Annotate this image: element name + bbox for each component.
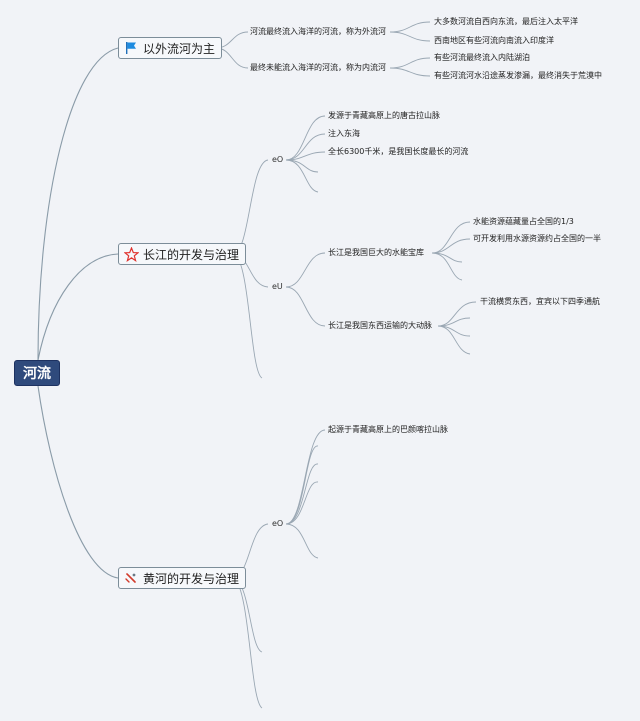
branch-label: 以外流河为主 xyxy=(143,41,216,56)
yangtze-eu-node[interactable]: eU xyxy=(272,282,283,291)
branch-outflow-rivers[interactable]: 以外流河为主 xyxy=(118,37,223,59)
flag-icon xyxy=(123,40,139,56)
yangtze-hydro-developable[interactable]: 可开发利用水源资源约占全国的一半 xyxy=(473,234,601,243)
tools-icon xyxy=(123,570,139,586)
inner-river-definition[interactable]: 最终未能流入海洋的河流，称为内流河 xyxy=(250,63,386,72)
outer-river-definition[interactable]: 河流最终流入海洋的河流，称为外流河 xyxy=(250,27,386,36)
yangtze-outlet[interactable]: 注入东海 xyxy=(328,129,360,138)
yangtze-length[interactable]: 全长6300千米，是我国长度最长的河流 xyxy=(328,147,469,156)
outer-river-note-1[interactable]: 大多数河流自西向东流，最后注入太平洋 xyxy=(434,17,578,26)
yellow-river-source[interactable]: 起源于青藏高原上的巴颜喀拉山脉 xyxy=(328,425,448,434)
branch-yellow-river[interactable]: 黄河的开发与治理 xyxy=(118,567,247,589)
yangtze-hydro-reserve[interactable]: 水能资源蕴藏量占全国的1/3 xyxy=(473,217,574,226)
star-icon xyxy=(123,246,139,262)
outer-river-note-2[interactable]: 西南地区有些河流向南流入印度洋 xyxy=(434,36,554,45)
inner-river-note-2[interactable]: 有些河流河水沿途蒸发渗漏，最终消失于荒漠中 xyxy=(434,71,602,80)
yangtze-transport-artery[interactable]: 长江是我国东西运输的大动脉 xyxy=(328,321,432,330)
root-topic[interactable]: 河流 xyxy=(14,360,60,386)
inner-river-note-1[interactable]: 有些河流最终流入内陆湖泊 xyxy=(434,53,530,62)
yellow-eo-node[interactable]: eO xyxy=(272,519,284,528)
branch-yangtze[interactable]: 长江的开发与治理 xyxy=(118,243,247,265)
yangtze-eo-node[interactable]: eO xyxy=(272,155,284,164)
branch-label: 黄河的开发与治理 xyxy=(143,571,240,586)
yangtze-source[interactable]: 发源于青藏高原上的唐古拉山脉 xyxy=(328,111,440,120)
yangtze-hydro-treasure[interactable]: 长江是我国巨大的水能宝库 xyxy=(328,248,424,257)
root-label: 河流 xyxy=(23,366,51,382)
yangtze-navigation[interactable]: 干流横贯东西，宜宾以下四季通航 xyxy=(480,297,600,306)
branch-label: 长江的开发与治理 xyxy=(143,247,240,262)
